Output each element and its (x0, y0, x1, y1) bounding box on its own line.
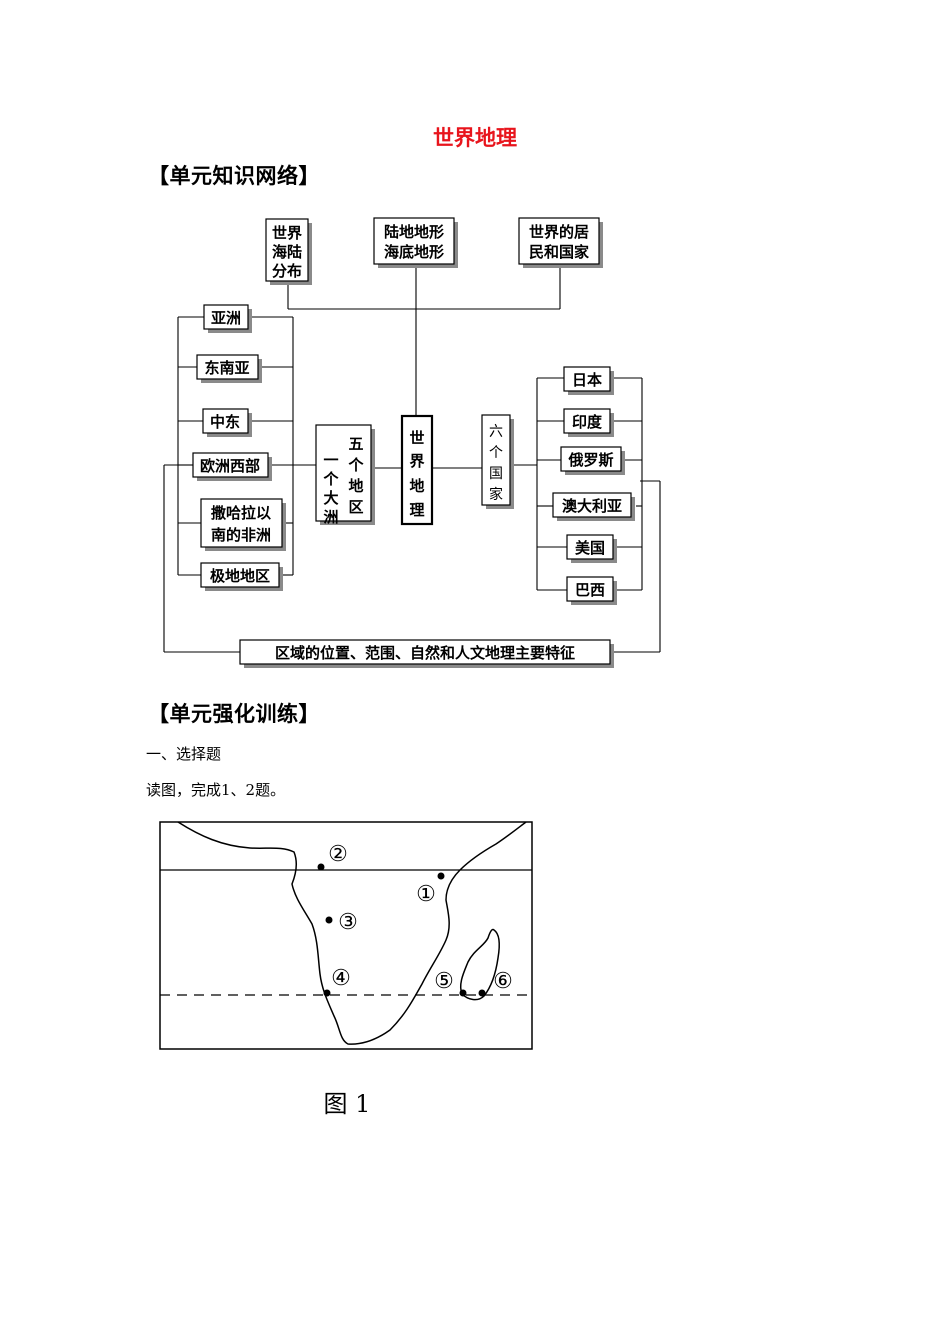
map-frame (159, 821, 533, 1050)
map-point-label: ② (328, 842, 348, 867)
southern-africa-map: ① ② ③ ④ ⑤ ⑥ 图 1 (159, 821, 533, 1118)
country-label: 澳大利亚 (562, 497, 622, 515)
top-box-line: 海底地形 (384, 243, 444, 261)
country-usa: 美国 (566, 534, 617, 563)
right-middle-char: 六 (489, 424, 503, 440)
left-middle-char: 一 (323, 451, 338, 469)
region-asia: 亚洲 (203, 304, 252, 333)
map-point-1: ① (416, 872, 445, 907)
top-box-line: 世界 (272, 224, 302, 242)
map-point-6: ⑥ (478, 969, 513, 997)
map-point-2: ② (317, 842, 348, 871)
region-label: 亚洲 (211, 309, 241, 327)
left-middle-char: 大 (323, 489, 338, 507)
region-label: 撒哈拉以 (211, 504, 271, 522)
top-box-line: 民和国家 (529, 243, 589, 261)
africa-coastline (177, 821, 527, 1045)
bottom-box-label: 区域的位置、范围、自然和人文地理主要特征 (275, 644, 575, 662)
country-label: 俄罗斯 (567, 451, 613, 469)
right-middle-char: 家 (489, 486, 503, 503)
country-india: 印度 (563, 408, 614, 437)
country-label: 印度 (572, 413, 603, 431)
figure-caption: 图 1 (324, 1090, 371, 1118)
left-bracket-lines (177, 316, 317, 576)
left-middle-char: 地 (348, 477, 363, 495)
map-point-3: ③ (325, 910, 358, 935)
region-label: 中东 (210, 413, 240, 431)
left-middle-box: 五 个 地 区 一 个 大 洲 (315, 424, 375, 526)
right-middle-box: 六 个 国 家 (481, 414, 514, 509)
center-char: 理 (409, 501, 424, 519)
left-middle-char: 五 (348, 435, 363, 453)
country-russia: 俄罗斯 (560, 446, 625, 475)
center-char: 界 (409, 452, 424, 470)
map-point-label: ① (416, 882, 436, 907)
country-australia: 澳大利亚 (552, 492, 635, 521)
top-box-line: 陆地地形 (384, 223, 444, 241)
top-box-line: 分布 (272, 262, 302, 280)
subheading-multiple-choice: 一、选择题 (146, 745, 222, 763)
top-connectors (287, 266, 561, 416)
country-label: 日本 (572, 371, 602, 389)
left-middle-char: 洲 (323, 508, 338, 526)
map-point-4: ④ (323, 966, 351, 997)
knowledge-network-diagram: 世界 海陆 分布 陆地地形 海底地形 世界的居 民和国家 世 界 地 理 五 个… (163, 217, 661, 668)
region-label: 南的非洲 (211, 526, 271, 544)
map-point-5: ⑤ (434, 969, 467, 997)
map-point-label: ⑤ (434, 969, 454, 994)
center-char: 世 (409, 429, 424, 447)
map-point-label: ④ (331, 966, 351, 991)
question-instruction: 读图，完成1、2题。 (146, 781, 286, 799)
region-polar: 极地地区 (200, 562, 283, 591)
top-box-world-land-sea: 世界 海陆 分布 (265, 218, 312, 285)
top-box-landforms: 陆地地形 海底地形 (373, 217, 458, 268)
outer-loop-lines (163, 464, 661, 653)
section-heading-training: 【单元强化训练】 (148, 702, 320, 726)
country-label: 美国 (575, 539, 605, 557)
top-box-line: 海陆 (272, 243, 302, 261)
region-western-europe: 欧洲西部 (192, 452, 272, 481)
right-bracket-lines (511, 377, 643, 591)
region-label: 欧洲西部 (200, 457, 260, 475)
top-box-line: 世界的居 (529, 223, 589, 241)
left-middle-char: 区 (348, 498, 363, 516)
country-label: 巴西 (575, 581, 605, 599)
country-japan: 日本 (563, 366, 614, 395)
top-box-population-countries: 世界的居 民和国家 (518, 217, 603, 268)
right-middle-char: 个 (489, 445, 503, 461)
right-middle-char: 国 (489, 466, 503, 482)
region-label: 极地地区 (210, 567, 270, 585)
region-label: 东南亚 (204, 359, 249, 377)
region-southeast-asia: 东南亚 (196, 354, 262, 383)
left-middle-char: 个 (322, 470, 339, 488)
country-brazil: 巴西 (566, 576, 617, 605)
page-title: 世界地理 (433, 126, 517, 150)
center-box-world-geography: 世 界 地 理 (400, 414, 434, 526)
map-point-label: ⑥ (493, 969, 513, 994)
region-middle-east: 中东 (202, 408, 252, 437)
bottom-box-regional-features: 区域的位置、范围、自然和人文地理主要特征 (239, 639, 614, 668)
region-sub-saharan-africa: 撒哈拉以 南的非洲 (200, 498, 286, 551)
section-heading-knowledge-network: 【单元知识网络】 (148, 164, 320, 188)
map-point-label: ③ (338, 910, 358, 935)
left-middle-char: 个 (347, 456, 364, 474)
center-char: 地 (409, 477, 424, 495)
